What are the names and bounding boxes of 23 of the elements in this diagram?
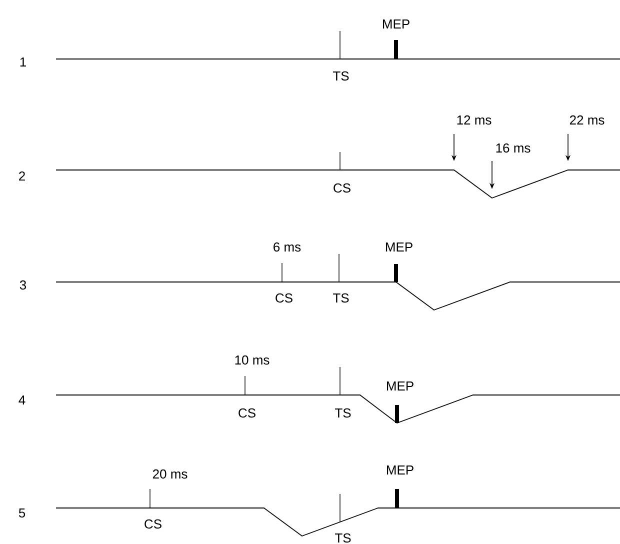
- label: CS: [144, 519, 162, 529]
- label: MEP: [387, 382, 414, 390]
- label: 2: [19, 171, 25, 181]
- label: MEP: [387, 466, 414, 474]
- label: MEP: [386, 242, 412, 252]
- label: TS: [335, 408, 351, 418]
- label: TS: [335, 533, 351, 543]
- label: CS: [334, 183, 350, 193]
- label: TS: [333, 293, 349, 303]
- label: CS: [238, 408, 256, 418]
- label: 10 ms: [235, 355, 270, 365]
- label: 6 ms: [274, 242, 301, 252]
- label: 16 ms: [496, 143, 530, 153]
- label: 20 ms: [152, 469, 188, 479]
- label: CS: [276, 293, 292, 303]
- label: MEP: [383, 20, 410, 28]
- label: 22 ms: [570, 115, 604, 125]
- label: TS: [333, 71, 349, 81]
- label: 3: [20, 280, 26, 290]
- label: 4: [18, 396, 26, 404]
- label: 12 ms: [457, 115, 492, 125]
- label: 5: [18, 508, 26, 518]
- label: 1: [20, 58, 26, 66]
